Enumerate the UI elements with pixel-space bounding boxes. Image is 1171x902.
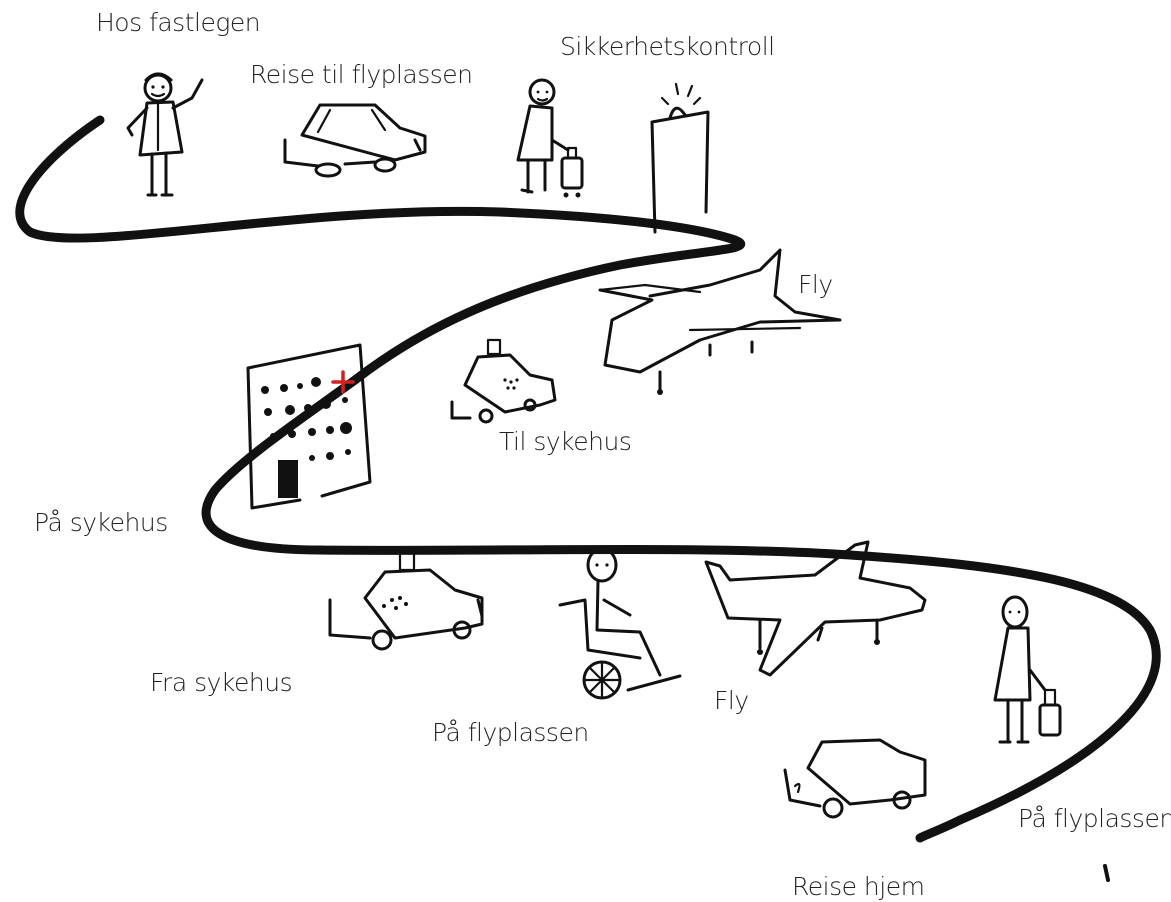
- label-gp-visit: Hos fastlegen: [96, 8, 261, 37]
- traveller-icon: [993, 595, 1062, 744]
- label-from-hospital: Fra sykehus: [150, 668, 293, 697]
- label-at-airport-1: På flyplassen: [432, 718, 589, 747]
- doctor-figure-icon: [126, 72, 204, 197]
- journey-path: [15, 115, 1161, 843]
- taxi-icon: [328, 551, 484, 651]
- label-to-airport: Reise til flyplassen: [250, 60, 473, 89]
- label-security: Sikkerhetskontroll: [560, 32, 775, 61]
- stray-ink-mark: [1103, 864, 1110, 882]
- label-at-hospital: På sykehus: [34, 508, 168, 537]
- car-icon: [283, 103, 427, 178]
- label-flight-out: Fly: [798, 270, 833, 299]
- airplane-icon: [598, 248, 842, 395]
- traveller-icon: [516, 78, 584, 198]
- label-flight-home: Fly: [714, 686, 749, 715]
- label-at-airport-2: På flyplassen: [1018, 804, 1171, 833]
- label-to-hospital: Til sykehus: [499, 427, 632, 456]
- airplane-icon: [704, 540, 927, 677]
- security-gate-icon: [650, 82, 710, 234]
- red-cross-icon: [331, 370, 355, 394]
- taxi-icon: [450, 338, 557, 424]
- label-travel-home: Reise hjem: [792, 872, 925, 901]
- car-icon: [783, 738, 927, 819]
- hospital-building-icon: [246, 343, 372, 510]
- wheelchair-user-icon: [558, 547, 682, 700]
